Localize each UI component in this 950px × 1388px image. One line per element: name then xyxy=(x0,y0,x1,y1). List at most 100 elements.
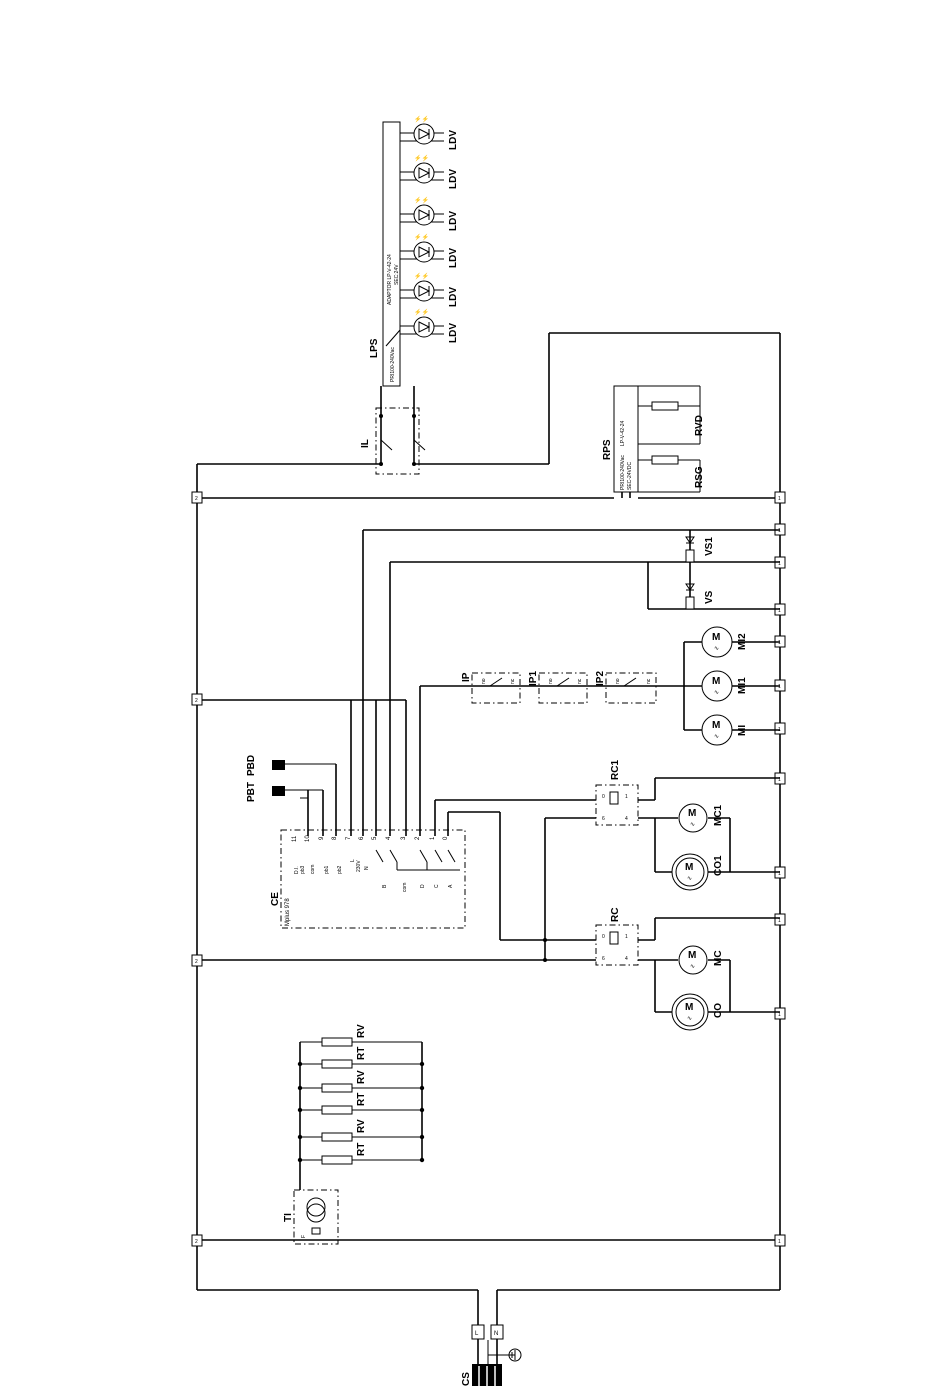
motor-mc1: M ∿ MC1 xyxy=(678,803,724,833)
probe-pbt: PBT xyxy=(246,782,285,802)
svg-text:1: 1 xyxy=(778,918,781,924)
svg-text:RPS: RPS xyxy=(602,439,613,460)
svg-text:L: L xyxy=(475,1331,479,1337)
svg-text:MI1: MI1 xyxy=(737,677,748,694)
svg-text:MI: MI xyxy=(737,725,748,736)
pressure-switch-ip: no nc IP xyxy=(461,672,521,704)
controller-pins: 11 10 9 8 7 6 5 4 3 2 1 0 xyxy=(292,835,449,842)
svg-text:no: no xyxy=(481,678,487,684)
svg-text:com: com xyxy=(310,865,316,874)
svg-text:RSG: RSG xyxy=(694,466,705,488)
valve-vs1: VS1 xyxy=(685,536,715,563)
svg-text:MI2: MI2 xyxy=(737,633,748,650)
svg-text:M: M xyxy=(688,950,696,961)
svg-text:9: 9 xyxy=(319,836,325,840)
svg-text:A: A xyxy=(448,884,454,888)
svg-text:⚡⚡: ⚡⚡ xyxy=(414,196,429,204)
controller-signals: D.I. pb3 com pb1 pb2 L 230V N B com D C … xyxy=(294,859,454,892)
probe-pbd: PBD xyxy=(246,755,285,776)
fan-mi2: M ∿ MI2 xyxy=(701,626,748,658)
terminal-2d: 2 xyxy=(191,1234,203,1247)
svg-text:L: L xyxy=(350,859,356,862)
svg-text:CO: CO xyxy=(713,1003,724,1018)
svg-text:1: 1 xyxy=(778,1012,781,1018)
valve-vs: VS xyxy=(685,583,715,610)
pressure-switch-ip2: no nc IP2 xyxy=(595,671,657,704)
svg-text:IP1: IP1 xyxy=(528,671,539,686)
svg-text:2: 2 xyxy=(195,1239,198,1245)
heater-rt-2: RT xyxy=(300,1093,422,1115)
svg-text:Mplus 978: Mplus 978 xyxy=(285,898,291,926)
svg-text:∿: ∿ xyxy=(714,734,719,740)
heater-rt-1: RT xyxy=(300,1047,422,1069)
svg-text:2: 2 xyxy=(415,836,421,840)
svg-text:RT: RT xyxy=(356,1143,367,1156)
svg-text:CO1: CO1 xyxy=(713,855,724,876)
svg-text:LDV: LDV xyxy=(448,169,459,189)
svg-text:C: C xyxy=(434,884,440,888)
svg-text:7: 7 xyxy=(346,836,352,840)
svg-text:N: N xyxy=(364,866,370,870)
svg-text:M: M xyxy=(688,808,696,819)
svg-text:⚡⚡: ⚡⚡ xyxy=(414,233,429,241)
svg-text:2: 2 xyxy=(195,959,198,965)
svg-text:1: 1 xyxy=(778,608,781,614)
svg-text:10: 10 xyxy=(305,835,311,842)
svg-text:IP: IP xyxy=(461,672,472,682)
relay-rc-group: 0 1 6 4 RC M ∿ MC M ∿ CO xyxy=(543,908,780,1031)
led-lamp: LDV ⚡⚡ xyxy=(400,115,459,150)
svg-text:5: 5 xyxy=(372,836,378,840)
power-cable-plug: CS xyxy=(461,1364,502,1386)
motor-co1: M ∿ CO1 xyxy=(671,853,724,891)
svg-text:⚡⚡: ⚡⚡ xyxy=(414,308,429,316)
svg-text:LDV: LDV xyxy=(448,248,459,268)
terminal-2a: 2 xyxy=(191,491,203,504)
heater-rv-1: RV xyxy=(300,1024,422,1047)
svg-text:RV: RV xyxy=(356,1070,367,1084)
svg-text:2: 2 xyxy=(195,698,198,704)
svg-text:4: 4 xyxy=(625,956,628,962)
relay-rc1-group: 0 1 6 4 RC1 M ∿ MC1 M ∿ CO1 xyxy=(544,760,780,960)
svg-text:RV: RV xyxy=(356,1024,367,1038)
svg-text:RT: RT xyxy=(356,1093,367,1106)
svg-text:230V: 230V xyxy=(356,860,362,872)
svg-text:1: 1 xyxy=(778,1239,781,1245)
heater-bank: RV RT RV RT RV xyxy=(283,1024,425,1245)
svg-text:RC1: RC1 xyxy=(610,760,621,780)
svg-text:1: 1 xyxy=(778,871,781,877)
svg-text:1: 1 xyxy=(778,684,781,690)
pressure-switch-ip1: no nc IP1 xyxy=(528,671,588,704)
svg-text:1: 1 xyxy=(778,561,781,567)
led-lamp: LDV ⚡⚡ xyxy=(400,154,459,189)
svg-text:0: 0 xyxy=(602,934,605,940)
heater-rv-2: RV xyxy=(300,1070,422,1093)
svg-text:pb3: pb3 xyxy=(300,865,306,874)
svg-text:6: 6 xyxy=(602,816,605,822)
svg-text:M: M xyxy=(712,632,720,643)
svg-text:∿: ∿ xyxy=(714,690,719,696)
fan-mi1: M ∿ MI1 xyxy=(701,670,748,702)
svg-text:no: no xyxy=(615,678,621,684)
svg-text:SEC-24VDC: SEC-24VDC xyxy=(627,462,633,490)
svg-text:3: 3 xyxy=(401,836,407,840)
svg-text:no: no xyxy=(548,678,554,684)
svg-text:∿: ∿ xyxy=(714,646,719,652)
svg-text:VS1: VS1 xyxy=(704,537,715,556)
svg-text:4: 4 xyxy=(625,816,628,822)
svg-text:nc: nc xyxy=(510,678,516,684)
svg-text:1: 1 xyxy=(430,836,436,840)
svg-text:∿: ∿ xyxy=(687,876,692,882)
svg-text:ADAPTOR LP-V-42-24: ADAPTOR LP-V-42-24 xyxy=(387,254,393,305)
svg-text:LDV: LDV xyxy=(448,130,459,150)
svg-text:1: 1 xyxy=(778,496,781,502)
svg-text:⚡⚡: ⚡⚡ xyxy=(414,154,429,162)
heater-rt-3: RT xyxy=(300,1143,422,1165)
motor-co: M ∿ CO xyxy=(671,993,724,1031)
svg-text:PBD: PBD xyxy=(246,755,257,776)
svg-text:PBT: PBT xyxy=(246,782,257,802)
svg-text:pb1: pb1 xyxy=(324,865,330,874)
led-power-supply-lps: PRI100-240Vac ADAPTOR LP-V-42-24 SEC:24V… xyxy=(369,121,401,387)
svg-text:F: F xyxy=(301,1235,307,1238)
svg-text:∿: ∿ xyxy=(690,822,695,828)
